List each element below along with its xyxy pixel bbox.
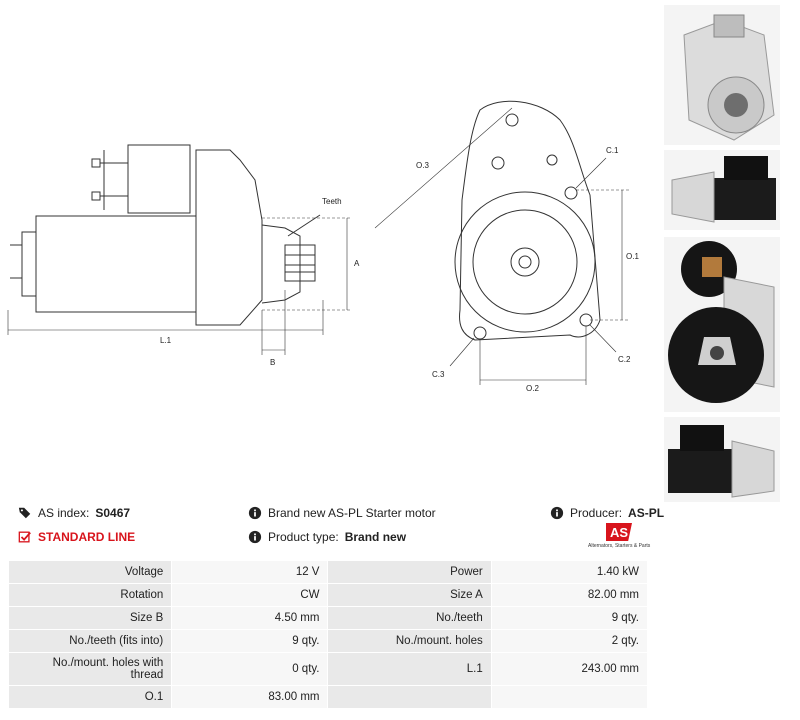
info-icon xyxy=(550,506,564,520)
hole-c1 xyxy=(564,186,578,200)
label-o2: O.2 xyxy=(526,384,539,393)
spec-label: Power xyxy=(327,560,492,584)
product-type-line: Product type: Brand new xyxy=(248,529,406,545)
description-text: Brand new AS-PL Starter motor xyxy=(268,506,436,520)
technical-drawing: Teeth A B L.1 C.1 C.2 C.3 O.1 O.2 O.3 xyxy=(7,100,639,393)
spec-value xyxy=(490,685,649,709)
info-icon xyxy=(248,530,262,544)
spec-value: 9 qty. xyxy=(490,606,649,630)
label-c2: C.2 xyxy=(618,355,631,364)
spec-value: 9 qty. xyxy=(171,629,329,653)
spec-value: 12 V xyxy=(171,560,329,584)
label-a: A xyxy=(354,259,360,268)
motor-body-outline xyxy=(35,215,197,313)
table-row: No./mount. holes with thread 0 qty. L.1 … xyxy=(7,652,649,686)
spec-label: Size B xyxy=(7,606,173,630)
spec-label: O.1 xyxy=(7,685,173,709)
producer-value: AS-PL xyxy=(628,506,665,520)
spec-value: 2 qty. xyxy=(490,629,649,653)
flange-outline xyxy=(459,100,601,341)
spec-value: 1.40 kW xyxy=(490,560,649,584)
spec-label: No./teeth (fits into) xyxy=(7,629,173,653)
spec-value: 82.00 mm xyxy=(490,583,649,607)
product-type-label: Product type: xyxy=(268,530,339,544)
as-logo-mark: AS xyxy=(606,523,632,541)
table-row: O.1 83.00 mm xyxy=(7,685,649,709)
product-photo-side xyxy=(664,150,780,230)
spec-value: 83.00 mm xyxy=(171,685,329,709)
label-l1: L.1 xyxy=(160,336,172,345)
spec-label: L.1 xyxy=(327,652,492,686)
spec-value: 243.00 mm xyxy=(490,652,649,686)
label-teeth: Teeth xyxy=(322,197,342,206)
product-photo-rear xyxy=(664,237,780,412)
tags-icon xyxy=(18,507,31,519)
table-row: Voltage 12 V Power 1.40 kW xyxy=(7,560,649,584)
checkbox-icon xyxy=(18,531,31,543)
specs-table: Voltage 12 V Power 1.40 kW Rotation CW S… xyxy=(7,560,649,709)
label-c3: C.3 xyxy=(432,370,445,379)
spec-label xyxy=(327,685,492,709)
hole-c3 xyxy=(473,326,487,340)
as-index-line: AS index: S0467 xyxy=(18,505,130,521)
spec-label: No./mount. holes xyxy=(327,629,492,653)
product-photo-side-2 xyxy=(664,417,780,502)
product-photo-front xyxy=(664,5,780,145)
table-row: Rotation CW Size A 82.00 mm xyxy=(7,583,649,607)
producer-label: Producer: xyxy=(570,506,623,520)
standard-line-badge: STANDARD LINE xyxy=(18,529,135,545)
label-o3: O.3 xyxy=(416,161,429,170)
label-o1: O.1 xyxy=(626,252,639,261)
flange-circle xyxy=(454,191,596,333)
spec-label: No./teeth xyxy=(327,606,492,630)
spec-label: Rotation xyxy=(7,583,173,607)
info-icon xyxy=(248,506,262,520)
table-row: No./teeth (fits into) 9 qty. No./mount. … xyxy=(7,629,649,653)
product-type-value: Brand new xyxy=(344,530,407,544)
solenoid-outline xyxy=(127,144,191,214)
spec-label: Size A xyxy=(327,583,492,607)
label-c1: C.1 xyxy=(606,146,619,155)
spec-value: 4.50 mm xyxy=(171,606,329,630)
label-b: B xyxy=(270,358,275,367)
as-pl-logo: AS Alternators, Starters & Parts xyxy=(588,523,650,553)
as-index-label: AS index: xyxy=(38,506,90,520)
spec-value: CW xyxy=(171,583,329,607)
standard-line-text: STANDARD LINE xyxy=(38,530,136,544)
table-row: Size B 4.50 mm No./teeth 9 qty. xyxy=(7,606,649,630)
drive-housing-outline xyxy=(195,149,263,326)
spec-label: Voltage xyxy=(7,560,173,584)
svg-text:AS: AS xyxy=(610,525,628,540)
logo-tagline: Alternators, Starters & Parts xyxy=(588,543,651,549)
spec-label: No./mount. holes with thread xyxy=(7,652,173,686)
as-index-value: S0467 xyxy=(95,506,131,520)
description-line: Brand new AS-PL Starter motor xyxy=(248,505,436,521)
spec-value: 0 qty. xyxy=(171,652,329,686)
producer-line: Producer: AS-PL xyxy=(550,505,664,521)
